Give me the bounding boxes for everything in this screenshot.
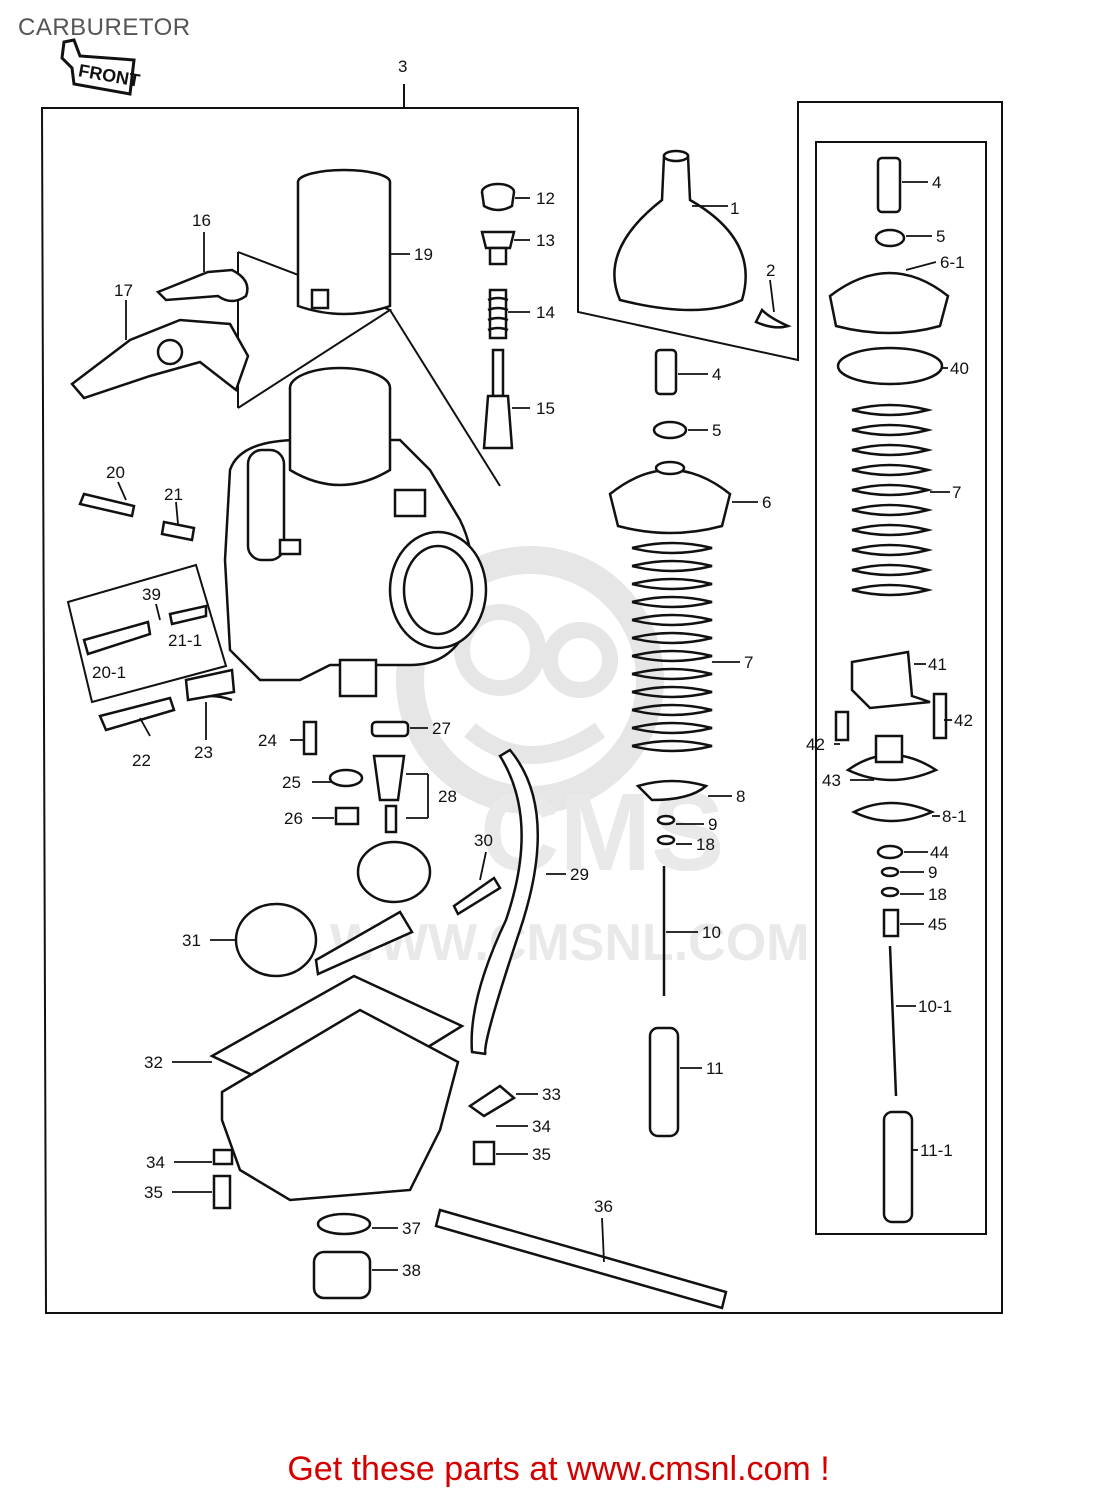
- callout-11: 11: [706, 1059, 724, 1078]
- callout-9-center: 9: [708, 815, 717, 834]
- pilot-screw-subset-box: [66, 563, 228, 704]
- callout-42-right: 42: [954, 711, 973, 730]
- callout-42-left: 42: [806, 735, 825, 754]
- watermark-url-text: WWW.CMSNL.COM: [330, 914, 809, 972]
- callout-18-center: 18: [696, 835, 715, 854]
- callout-6-1: 6-1: [940, 253, 965, 272]
- callout-2: 2: [766, 261, 775, 280]
- callout-10-1: 10-1: [918, 997, 952, 1016]
- callout-4-center: 4: [712, 365, 721, 384]
- callout-13: 13: [536, 231, 555, 250]
- callout-39: 39: [142, 585, 161, 604]
- callout-28: 28: [438, 787, 457, 806]
- callout-7-right: 7: [952, 483, 961, 502]
- callout-44: 44: [930, 843, 949, 862]
- callout-11-1: 11-1: [920, 1141, 953, 1160]
- callout-29: 29: [570, 865, 589, 884]
- right-needle-stack: [828, 156, 950, 1224]
- page-title: CARBURETOR: [18, 14, 191, 41]
- callout-25: 25: [282, 773, 301, 792]
- callout-20: 20: [106, 463, 125, 482]
- lever-parts: [70, 268, 250, 400]
- callout-12: 12: [536, 189, 555, 208]
- main-assembly-frame: [40, 101, 1003, 1314]
- callout-10: 10: [702, 923, 721, 942]
- callout-30: 30: [474, 831, 493, 850]
- callout-14: 14: [536, 303, 555, 322]
- callout-34-bottom: 34: [146, 1153, 165, 1172]
- front-direction-tag: FRONT: [60, 38, 141, 96]
- callout-45: 45: [928, 915, 947, 934]
- callout-18-right: 18: [928, 885, 947, 904]
- callout-35-bottom: 35: [144, 1183, 163, 1202]
- needle-jet-parts-center: [480, 182, 516, 450]
- callout-27: 27: [432, 719, 451, 738]
- callout-16: 16: [192, 211, 211, 230]
- callout-4-right: 4: [932, 173, 941, 192]
- callout-37: 37: [402, 1219, 421, 1238]
- callout-21: 21: [164, 485, 183, 504]
- callout-41: 41: [928, 655, 947, 674]
- callout-36: 36: [594, 1197, 613, 1216]
- callout-40: 40: [950, 359, 969, 378]
- callout-23: 23: [194, 743, 213, 762]
- callout-9-right: 9: [928, 863, 937, 882]
- callout-17: 17: [114, 281, 133, 300]
- top-cap-cover: [613, 149, 792, 329]
- callout-26: 26: [284, 809, 303, 828]
- callout-8: 8: [736, 787, 745, 806]
- callout-1: 1: [730, 199, 739, 218]
- callout-labels: 3 1 2 12 13 14 15 16 17 19 20 21 39 21-1…: [92, 57, 973, 1280]
- callout-5-right: 5: [936, 227, 945, 246]
- float-bowl-assembly: [78, 492, 728, 1310]
- carburetor-body: [223, 366, 488, 698]
- callout-15: 15: [536, 399, 555, 418]
- callout-7-center: 7: [744, 653, 753, 672]
- callout-33: 33: [542, 1085, 561, 1104]
- throttle-slide: [296, 168, 392, 316]
- callout-38: 38: [402, 1261, 421, 1280]
- alternate-parts-frame: [815, 141, 987, 1235]
- footer-promo-link[interactable]: Get these parts at www.cmsnl.com !: [287, 1450, 830, 1488]
- callout-20-1: 20-1: [92, 663, 126, 682]
- callout-19: 19: [414, 245, 433, 264]
- callout-34-top: 34: [532, 1117, 551, 1136]
- callout-22: 22: [132, 751, 151, 770]
- callout-35-top: 35: [532, 1145, 551, 1164]
- callout-6: 6: [762, 493, 771, 512]
- callout-24: 24: [258, 731, 277, 750]
- callout-leaders: [117, 181, 952, 1271]
- callout-32: 32: [144, 1053, 163, 1072]
- callout-31: 31: [182, 931, 201, 950]
- callout-43: 43: [822, 771, 841, 790]
- callout-5-center: 5: [712, 421, 721, 440]
- callout-21-1: 21-1: [168, 631, 202, 650]
- callout-8-1: 8-1: [942, 807, 967, 826]
- center-needle-stack: [608, 348, 732, 1138]
- callout-3: 3: [398, 57, 407, 76]
